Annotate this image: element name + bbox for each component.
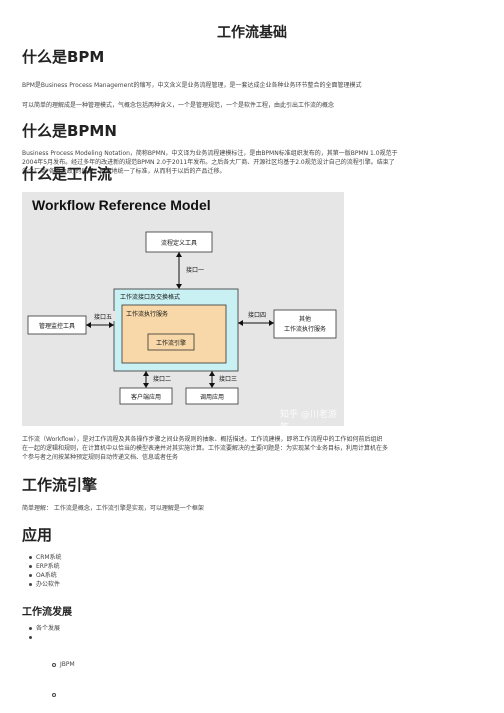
list-item: ERP系统 xyxy=(22,562,62,571)
list-item xyxy=(22,690,60,699)
bpmn-line-1: Business Process Modeling Notation，简称BPM… xyxy=(22,150,398,157)
list-item xyxy=(22,633,60,642)
if5-label: 接口五 xyxy=(94,313,112,321)
development-sub-list-2 xyxy=(22,690,60,699)
list-item: 各个发展 xyxy=(22,624,60,633)
heading-bpm: 什么是BPM xyxy=(22,48,105,66)
invoke-app-box xyxy=(185,387,239,405)
bpmn-line-2: 2004年5月发布。经过多年的改进新的规范BPMN 2.0于2011年发布。之后… xyxy=(22,159,395,166)
other-service-box xyxy=(273,309,337,339)
development-sub-list: JBPM xyxy=(22,660,75,669)
workflow-line-2: 在一起的逻辑和规则，在计算机中以恰当的模型表達并对其实施计算。工作流要解决的主要… xyxy=(22,445,389,452)
heading-workflow-engine: 工作流引擎 xyxy=(22,476,98,494)
if5-label-bg xyxy=(92,311,116,321)
client-app-label: 客户端应用 xyxy=(131,393,161,401)
if1-label-bg xyxy=(184,264,214,274)
engine-box xyxy=(147,333,195,351)
bpm-paragraph-1: BPM是Business Process Management的缩写，中文含义是… xyxy=(22,82,362,89)
bpmn-line-3: 各个厂商"各自为政"的局面，相应地统一了标准，从而利于以后的产品迁移。 xyxy=(22,168,226,175)
arrow-if3-head-top xyxy=(209,371,215,376)
if2-label-bg xyxy=(151,373,177,383)
if4-label: 接口四 xyxy=(248,311,266,319)
arrow-if2-head-bottom xyxy=(143,383,149,388)
other-service-label-1: 其他 xyxy=(299,315,311,323)
workflow-line-3: 个参与者之间按某种预定规则自动传递文档、信息或者任务 xyxy=(22,454,179,461)
heading-applications: 应用 xyxy=(22,526,53,544)
workflow-line-1: 工作流（Workflow），是对工作流程及其各操作步骤之间业务规则的抽象、概括描… xyxy=(22,436,383,443)
engine-outer-label: 工作流接口及交换格式 xyxy=(120,293,180,301)
if4-label-bg xyxy=(246,309,272,319)
admin-tool-label: 管理监控工具 xyxy=(39,322,75,330)
other-service-label-2: 工作流执行服务 xyxy=(284,325,326,333)
development-list: 各个发展 xyxy=(22,624,60,642)
arrow-if5-head-right xyxy=(109,322,114,328)
arrow-if3-head-bottom xyxy=(209,383,215,388)
bpm-paragraph-2: 可以简单的理解成是一种管理模式，气概念包括两种含义，一个是管理规范，一个是软件工… xyxy=(22,102,335,109)
list-item: OA系统 xyxy=(22,571,62,580)
arrow-if1-head-top xyxy=(176,252,182,257)
arrow-if2-head-top xyxy=(143,371,149,376)
arrow-if1-head-bottom xyxy=(176,284,182,289)
if3-label-bg xyxy=(217,373,243,383)
engine-service-label: 工作流执行服务 xyxy=(126,310,168,318)
heading-bpmn: 什么是BPMN xyxy=(22,122,117,140)
workflow-diagram: Workflow Reference Model 流程定义工具 接口一 工作流接… xyxy=(27,197,337,405)
definition-tool-label: 流程定义工具 xyxy=(161,239,197,247)
client-app-box xyxy=(119,387,173,405)
figure-watermark: 知乎 @川老游笔 xyxy=(280,410,337,426)
document-title: 工作流基础 xyxy=(217,25,287,41)
sub-item-label: JBPM xyxy=(60,661,75,668)
workflow-reference-model-figure: Workflow Reference Model 流程定义工具 接口一 工作流接… xyxy=(22,192,344,426)
list-item: CRM系统 xyxy=(22,553,62,562)
if3-label: 接口三 xyxy=(219,375,237,383)
arrow-if4-head-left xyxy=(238,320,243,326)
figure-title: Workflow Reference Model xyxy=(32,197,211,213)
engine-paragraph: 简单理解： 工作流是概念，工作流引擎是实现，可以理解是一个框架 xyxy=(22,505,204,512)
heading-workflow-development: 工作流发展 xyxy=(22,607,72,618)
heading-workflow: 什么是工作流 xyxy=(22,165,113,183)
list-item: JBPM xyxy=(22,660,75,669)
arrow-if5-head-left xyxy=(86,322,91,328)
arrow-if4-head-right xyxy=(269,320,274,326)
engine-label: 工作流引擎 xyxy=(156,339,186,347)
if2-label: 接口二 xyxy=(153,375,171,383)
invoke-app-label: 调用应用 xyxy=(200,393,224,401)
if1-label: 接口一 xyxy=(186,266,204,274)
applications-list: CRM系统 ERP系统 OA系统 办公软件 xyxy=(22,553,62,589)
list-item: 办公软件 xyxy=(22,580,62,589)
